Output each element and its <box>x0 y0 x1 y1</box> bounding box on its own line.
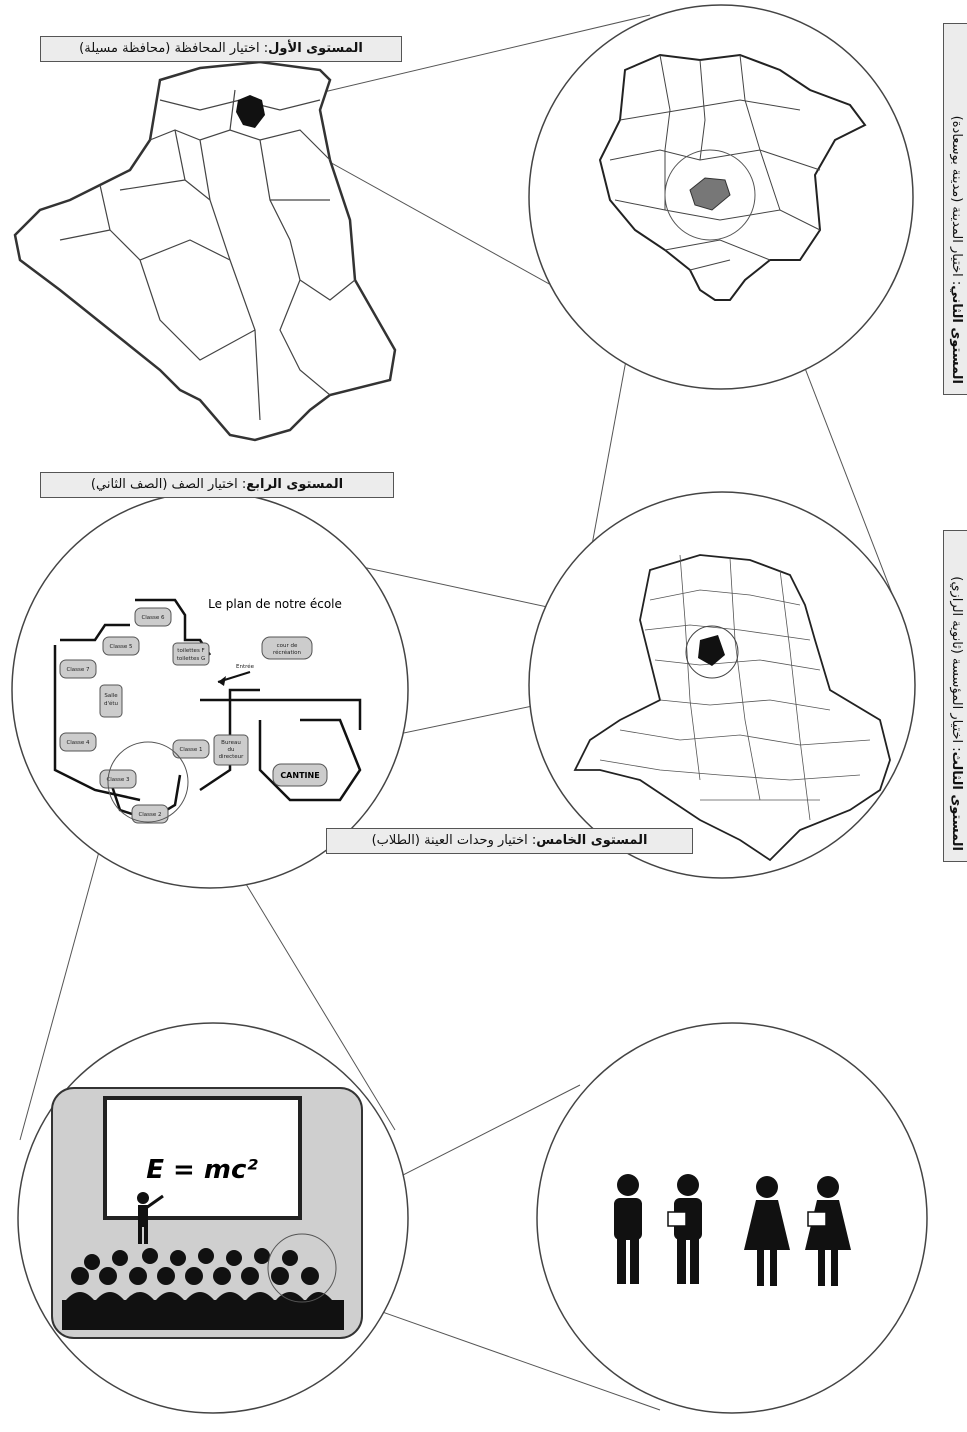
level-2-text: : اختيار المدينة (مدينة بوسعادة) <box>949 115 964 286</box>
class-zoom-circle <box>107 741 189 823</box>
room-salle-etude: d'étu <box>104 700 118 707</box>
level-5-title: المستوى الخامس <box>536 833 648 848</box>
room-classe-7: Classe 7 <box>66 667 90 673</box>
level-5-label: المستوى الخامس: اختيار وحدات العينة (الط… <box>326 828 693 854</box>
room-toilettes-g: toilettes G <box>177 656 206 662</box>
students-illustration <box>614 1174 851 1286</box>
room-bureau-2: du <box>228 747 235 753</box>
student-4 <box>805 1176 851 1286</box>
student-3 <box>744 1176 790 1286</box>
room-cantine: CANTINE <box>280 771 319 780</box>
room-cour-1: cour de <box>277 643 298 649</box>
school-plan-title: Le plan de notre école <box>208 597 342 611</box>
level-1-title: المستوى الأول <box>268 41 363 56</box>
classroom-illustration: E = mc² <box>51 1087 363 1339</box>
province-map <box>598 53 867 301</box>
room-classe-6: Classe 6 <box>141 615 165 621</box>
student-audience <box>62 1248 344 1330</box>
room-bureau-3: directeur <box>219 754 245 760</box>
teacher-figure <box>137 1192 164 1244</box>
equation-text: E = mc² <box>146 1155 258 1185</box>
room-bureau-1: Bureau <box>221 740 241 746</box>
entrance-label: Entrée <box>236 663 255 670</box>
level-4-label: المستوى الرابع: اختيار الصف (الصف الثاني… <box>40 472 394 498</box>
room-classe-2: Classe 2 <box>138 812 161 818</box>
level-3-text: : اختيار المؤسسة (ثانوية الرازي) <box>949 576 964 752</box>
student-1 <box>614 1174 642 1284</box>
student-2 <box>667 1174 702 1284</box>
school-plan: Le plan de notre école Classe 6 <box>53 597 362 824</box>
level-1-label: المستوى الأول: اختيار المحافظة (محافظة م… <box>40 36 402 62</box>
level-1-text: : اختيار المحافظة (محافظة مسيلة) <box>79 41 269 56</box>
level-3-title: المستوى الثالث <box>949 751 964 851</box>
algeria-map <box>13 60 397 442</box>
level-2-label: المستوى الثاني: اختيار المدينة (مدينة بو… <box>943 23 967 395</box>
room-classe-5: Classe 5 <box>109 644 133 650</box>
level-2-title: المستوى الثاني <box>949 285 964 384</box>
students-circle <box>536 1022 928 1414</box>
student-zoom-circle <box>267 1233 337 1303</box>
room-toilettes-f: toilettes F <box>177 648 204 654</box>
entrance-arrowhead <box>218 676 226 686</box>
level-3-label: المستوى الثالث: اختيار المؤسسة (ثانوية ا… <box>943 530 967 862</box>
room-classe-3: Classe 3 <box>106 777 130 783</box>
room-classe-1: Classe 1 <box>179 747 202 753</box>
room-cour-2: récréation <box>273 649 301 656</box>
level-5-text: : اختيار وحدات العينة (الطلاب) <box>371 833 537 848</box>
room-salle: Salle <box>104 693 118 699</box>
city-map <box>573 554 891 862</box>
room-classe-4: Classe 4 <box>66 740 90 746</box>
level-4-text: : اختيار الصف (الصف الثاني) <box>90 477 247 492</box>
level-4-title: المستوى الرابع <box>246 477 344 492</box>
